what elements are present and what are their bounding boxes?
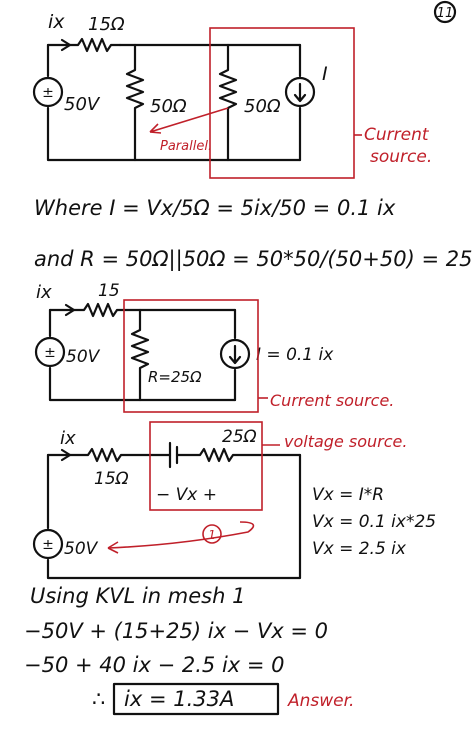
c1-resistor-b [218,43,238,162]
c1-ix-label: ix [48,11,65,33]
c3-voltage-source-box [149,421,263,511]
c1-current-source-note: Current [364,125,430,145]
c1-current-source-box [209,27,355,179]
result-value: ix = 1.33A [124,687,234,711]
page-number: 11 [437,6,454,21]
c2-ix-label: ix [36,282,52,303]
c1-parallel-arrow [149,107,229,134]
c3-relation-2: Vx = 0.1 ix*25 [312,512,436,532]
c1-r-series-label: 15Ω [88,14,125,35]
c3-relation-3: Vx = 2.5 ix [312,539,407,559]
svg-text:±: ± [42,85,54,101]
kvl-heading: Using KVL in mesh 1 [30,584,245,608]
c2-resistor-label: R=25Ω [148,368,202,386]
svg-text:±: ± [44,345,56,361]
c1-series-resistor [46,37,122,53]
c2-current-source-box [123,299,259,413]
c1-voltage-source [32,76,64,108]
c1-outer-wire [46,43,302,162]
c3-ix-label: ix [60,428,76,449]
c2-resistor [130,308,150,402]
equation-and: and R = 50Ω||50Ω = 50*50/(50+50) = 25 [34,247,472,272]
c3-r-top-label: 25Ω [222,427,257,447]
answer-note: Answer. [287,691,354,711]
kvl-line-1: −50V + (15+25) ix − Vx = 0 [24,619,328,643]
c3-relation-1: Vx = I*R [312,485,384,505]
c1-resistor-a [125,43,145,162]
c3-top-resistor [175,447,302,463]
c2-outer-wire [48,308,237,402]
c2-current-label: I = 0.1 ix [256,345,334,365]
svg-text:±: ± [42,537,54,553]
equation-where: Where I = Vx/5Ω = 5ix/50 = 0.1 ix [34,196,396,220]
c1-parallel-note: Parallel. [160,139,212,154]
c3-mesh-circle [202,524,222,544]
c3-source-label: 50V [64,539,99,559]
c1-resistor-a-label: 50Ω [150,96,187,117]
page-number-circle [433,0,457,24]
circuit-1: ix 15Ω ± 50V 50Ω 50Ω I Parallel. Current… [32,11,432,179]
c2-top-wire [48,302,237,318]
c2-source-label: 50V [66,347,101,367]
c2-r-series-label: 15 [98,281,120,301]
c1-current-source [284,76,316,108]
circuit-3: ix 15Ω 25Ω − Vx + voltage source. ± 50V … [32,421,436,580]
c2-current-source [219,338,251,370]
c3-outer-wire [46,453,302,580]
c3-voltage-source [32,528,64,560]
c1-source-label: 50V [64,94,101,115]
therefore-symbol: ∴ [92,687,105,711]
c3-voltage-source-note: voltage source. [284,432,407,451]
kvl-line-2: −50 + 40 ix − 2.5 ix = 0 [24,653,285,677]
c1-current-arrow [60,38,72,52]
c1-current-source-note-2: source. [370,147,432,167]
c3-r-series-label: 15Ω [94,469,129,489]
c3-mesh-arrow [107,521,255,549]
c3-series-resistor [46,447,172,463]
c3-mesh-label: 1 [208,528,216,542]
result-box [112,682,280,716]
circuit-2: ix 15 ± 50V R=25Ω I = 0.1 ix Current sou… [34,281,394,413]
c1-resistor-b-label: 50Ω [244,96,281,117]
c2-current-source-note: Current source. [270,391,394,410]
c2-voltage-source [34,336,66,368]
c3-vx-label: − Vx + [156,485,217,505]
c1-current-label: I [322,63,328,85]
